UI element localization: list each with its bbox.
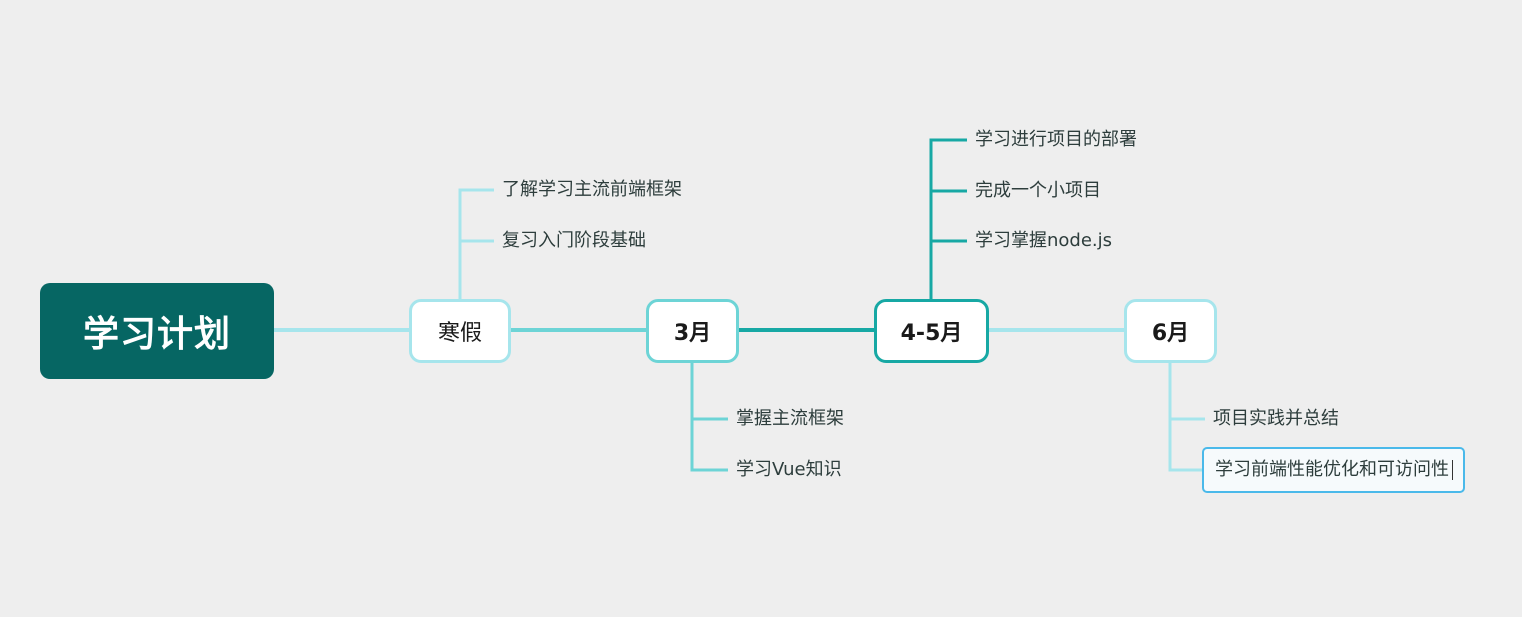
subtopic-aprmay-1[interactable]: 学习进行项目的部署 [975, 129, 1137, 150]
branch-april-may[interactable]: 4-5月 [874, 299, 989, 363]
subtopic-winter-2[interactable]: 复习入门阶段基础 [502, 230, 646, 251]
subtopic-aprmay-2[interactable]: 完成一个小项目 [975, 180, 1101, 201]
connector-winter-children [458, 188, 494, 299]
branch-winter[interactable]: 寒假 [409, 299, 511, 363]
subtopic-march-2[interactable]: 学习Vue知识 [736, 459, 842, 480]
subtopic-winter-1[interactable]: 了解学习主流前端框架 [502, 179, 682, 200]
connector-aprmay-children [929, 138, 967, 299]
branch-june[interactable]: 6月 [1124, 299, 1217, 363]
subtopic-june-2-editing[interactable]: 学习前端性能优化和可访问性 [1202, 447, 1465, 493]
subtopic-june-1[interactable]: 项目实践并总结 [1213, 408, 1339, 429]
text-cursor [1452, 460, 1453, 480]
root-topic[interactable]: 学习计划 [40, 283, 274, 379]
branch-march[interactable]: 3月 [646, 299, 739, 363]
subtopic-march-1[interactable]: 掌握主流框架 [736, 408, 844, 429]
connector-june-children [1168, 363, 1205, 472]
connector-march-children [690, 363, 728, 472]
subtopic-aprmay-3[interactable]: 学习掌握node.js [975, 230, 1113, 251]
subtopic-june-2-text: 学习前端性能优化和可访问性 [1215, 459, 1449, 480]
